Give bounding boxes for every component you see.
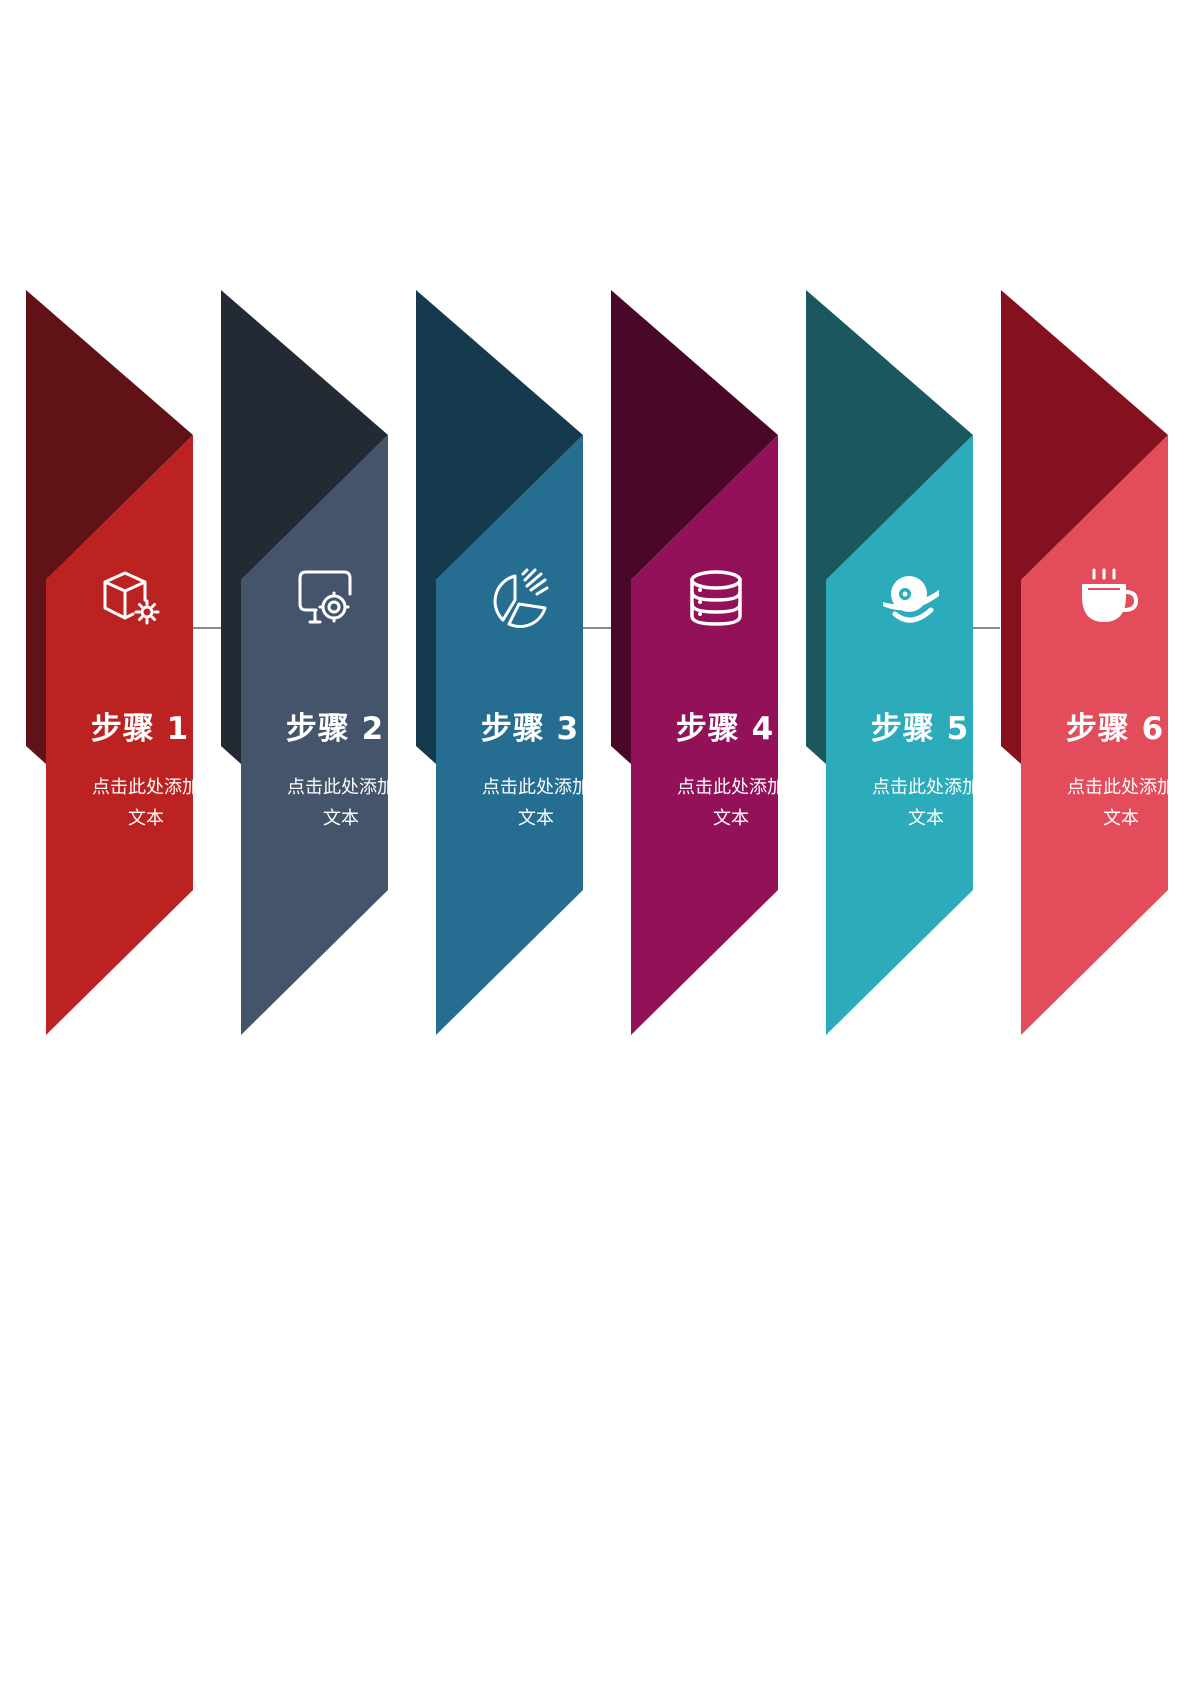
step-card-6: 步骤 6 点击此处添加 文本	[1001, 0, 1186, 1684]
step-5-back-panel	[806, 290, 973, 764]
step-1-front-panel	[46, 435, 193, 1035]
step-6-front-panel	[1021, 435, 1168, 1035]
step-4-title: 步骤 4	[675, 711, 775, 747]
step-4-text-line-2: 文本	[713, 808, 749, 829]
step-card-5: 步骤 5 点击此处添加 文本	[806, 0, 991, 1684]
database-icon	[684, 566, 748, 630]
step-card-2: 步骤 2 点击此处添加 文本	[221, 0, 406, 1684]
step-3-back-panel	[416, 290, 583, 764]
monitor-gear-icon	[294, 566, 358, 630]
step-2-back-panel	[221, 290, 388, 764]
planet-icon	[879, 566, 943, 630]
step-4-text-line-1: 点击此处添加	[677, 777, 785, 798]
step-1-text-line-2: 文本	[128, 808, 164, 829]
cube-gear-icon	[99, 566, 163, 630]
step-2-text-line-2: 文本	[323, 808, 359, 829]
step-card-1: 步骤 1 点击此处添加 文本	[26, 0, 211, 1684]
step-2-text-line-1: 点击此处添加	[287, 777, 395, 798]
step-1-title: 步骤 1	[90, 711, 190, 747]
step-6-title: 步骤 6	[1065, 711, 1165, 747]
step-3-front-panel	[436, 435, 583, 1035]
step-2-description: 点击此处添加 文本	[271, 772, 411, 834]
step-4-description: 点击此处添加 文本	[661, 772, 801, 834]
step-card-4: 步骤 4 点击此处添加 文本	[611, 0, 796, 1684]
step-6-back-panel	[1001, 290, 1168, 764]
step-5-title: 步骤 5	[870, 711, 970, 747]
coffee-cup-icon	[1074, 566, 1138, 630]
step-6-description: 点击此处添加 文本	[1051, 772, 1191, 834]
step-5-front-panel	[826, 435, 973, 1035]
step-6-text-line-2: 文本	[1103, 808, 1139, 829]
step-2-title: 步骤 2	[285, 711, 385, 747]
step-6-text-line-1: 点击此处添加	[1067, 777, 1175, 798]
step-5-text-line-2: 文本	[908, 808, 944, 829]
step-1-description: 点击此处添加 文本	[76, 772, 216, 834]
pie-chart-icon	[489, 566, 553, 630]
step-3-title: 步骤 3	[480, 711, 580, 747]
connector-line-1	[193, 627, 223, 629]
step-card-3: 步骤 3 点击此处添加 文本	[416, 0, 601, 1684]
step-1-text-line-1: 点击此处添加	[92, 777, 200, 798]
step-5-description: 点击此处添加 文本	[856, 772, 996, 834]
connector-line-3	[970, 627, 1000, 629]
step-4-back-panel	[611, 290, 778, 764]
step-3-text-line-2: 文本	[518, 808, 554, 829]
step-5-text-line-1: 点击此处添加	[872, 777, 980, 798]
step-3-description: 点击此处添加 文本	[466, 772, 606, 834]
step-3-text-line-1: 点击此处添加	[482, 777, 590, 798]
connector-line-2	[580, 627, 616, 629]
step-1-back-panel	[26, 290, 193, 764]
